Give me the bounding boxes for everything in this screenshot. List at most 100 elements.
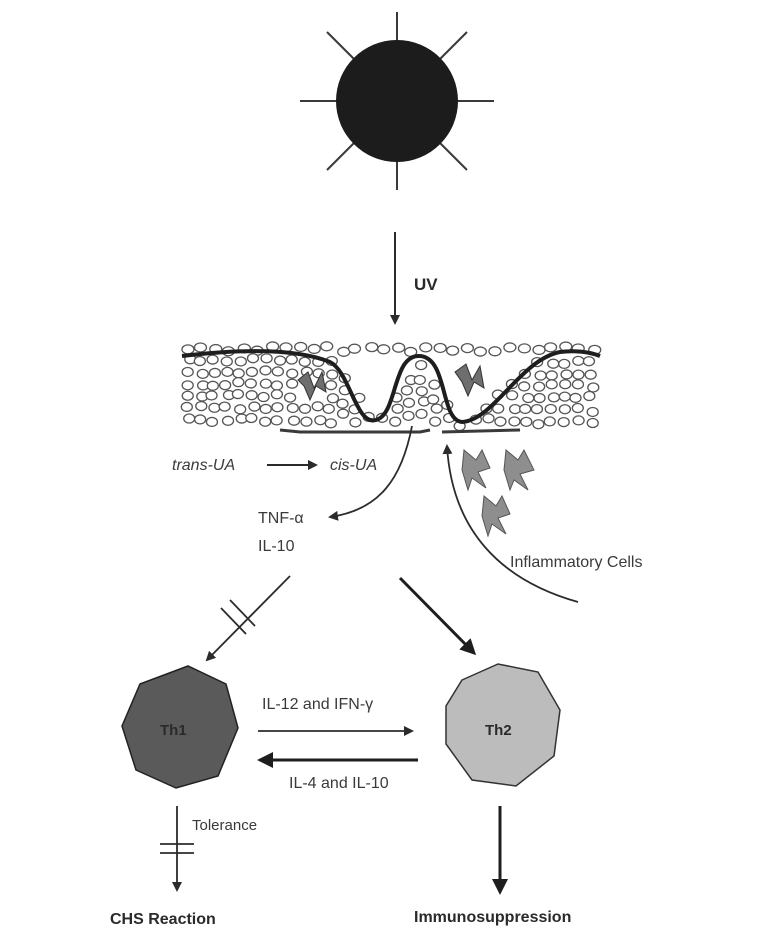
skin-cell: [197, 369, 208, 378]
skin-cell: [246, 367, 257, 376]
skin-cell: [495, 417, 506, 426]
skin-cell: [232, 390, 243, 399]
skin-cell: [461, 344, 473, 353]
skin-cell: [337, 399, 348, 408]
skin-cell: [434, 343, 446, 352]
tolerance-label: Tolerance: [192, 817, 257, 834]
skin-cell: [209, 368, 220, 377]
skin-cell: [220, 381, 231, 390]
skin-cell: [327, 370, 338, 379]
skin-cell: [489, 347, 501, 356]
skin-cell: [209, 403, 220, 412]
skin-cell: [246, 391, 257, 400]
skin-cell: [271, 416, 282, 425]
skin-cell: [235, 357, 246, 366]
skin-cell: [182, 345, 194, 354]
skin-cell: [531, 405, 542, 414]
skin-cell: [520, 404, 531, 413]
skin-cell: [559, 405, 570, 414]
inflammatory-cells-icon: [462, 450, 534, 536]
skin-cell: [181, 402, 192, 411]
skin-cell: [534, 394, 545, 403]
arrow-to-th2: [400, 578, 474, 653]
trans-ua-label: trans-UA: [172, 457, 235, 474]
skin-cell: [430, 417, 441, 426]
skin-cell: [474, 347, 486, 356]
skin-cell: [587, 419, 598, 428]
skin-cell: [260, 366, 271, 375]
skin-cell: [559, 392, 570, 401]
skin-cell: [573, 356, 584, 365]
skin-cell: [196, 402, 207, 411]
skin-cell: [326, 381, 337, 390]
skin-cell: [429, 380, 440, 389]
skin-cell: [414, 375, 425, 384]
skin-cell: [285, 393, 296, 402]
skin-cell: [246, 414, 257, 423]
tnf-alpha-label: TNF-α: [258, 510, 304, 527]
skin-cell: [286, 355, 297, 364]
skin-cell: [249, 402, 260, 411]
skin-cell: [533, 345, 545, 354]
skin-cell: [206, 391, 217, 400]
skin-cell: [258, 393, 269, 402]
skin-cell: [272, 403, 283, 412]
skin-cell: [233, 378, 244, 387]
uv-label: UV: [414, 275, 438, 294]
th2-label: Th2: [485, 722, 512, 739]
skin-cell: [182, 367, 193, 376]
skin-cell: [219, 402, 230, 411]
skin-cell: [548, 359, 559, 368]
skin-cell: [573, 416, 584, 425]
skin-cell: [521, 417, 532, 426]
langerhans-cell-icon: [298, 372, 326, 400]
skin-cell: [261, 354, 272, 363]
skin-cell: [483, 414, 494, 423]
skin-cell: [271, 381, 282, 390]
skin-cell: [247, 354, 258, 363]
skin-cell: [548, 393, 559, 402]
skin-cell: [207, 381, 218, 390]
skin-cell: [504, 343, 516, 352]
skin-cell: [325, 419, 336, 428]
skin-cell: [299, 357, 310, 366]
skin-cell: [546, 380, 557, 389]
skin-cell: [287, 379, 298, 388]
skin-cell: [315, 416, 326, 425]
skin-layer: [181, 342, 600, 432]
skin-cell: [260, 379, 271, 388]
skin-cell: [245, 379, 256, 388]
skin-cell: [206, 417, 217, 426]
skin-cell: [221, 357, 232, 366]
skin-cell: [223, 416, 234, 425]
skin-cell: [416, 361, 427, 370]
skin-cell: [260, 417, 271, 426]
skin-cell: [403, 411, 414, 420]
skin-cell: [392, 404, 403, 413]
skin-cell: [301, 417, 312, 426]
skin-cell: [416, 387, 427, 396]
skin-cell: [338, 409, 349, 418]
skin-cell: [207, 355, 218, 364]
skin-cell: [272, 367, 283, 376]
skin-cell: [431, 404, 442, 413]
skin-cell: [588, 383, 599, 392]
skin-cell: [321, 342, 333, 351]
skin-cell: [287, 369, 298, 378]
skin-cell: [312, 402, 323, 411]
skin-cell: [393, 343, 405, 352]
skin-cell: [534, 382, 545, 391]
skin-cell: [447, 346, 459, 355]
skin-cell: [308, 344, 320, 353]
chs-reaction-label: CHS Reaction: [110, 911, 216, 928]
skin-cell: [401, 386, 412, 395]
skin-cell: [507, 391, 518, 400]
skin-cell: [260, 404, 271, 413]
skin-cell: [233, 369, 244, 378]
skin-cell: [587, 407, 598, 416]
skin-cell: [390, 417, 401, 426]
skin-cell: [558, 418, 569, 427]
skin-cell: [348, 344, 360, 353]
skin-cell: [523, 394, 534, 403]
